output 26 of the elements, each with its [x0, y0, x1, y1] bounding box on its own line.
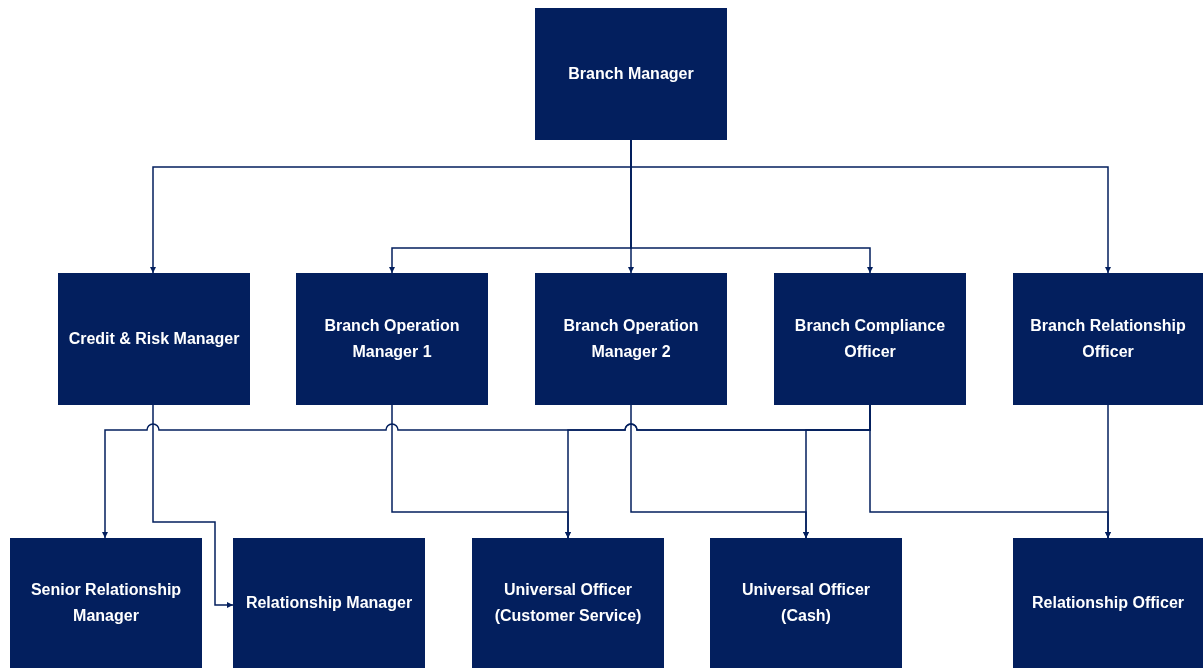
connector-arrow: [630, 404, 809, 539]
role-box: [1013, 538, 1203, 668]
role-title: Branch Compliance Officer: [793, 316, 947, 362]
role-box: [535, 273, 727, 405]
role-title: Universal Officer (Cash): [740, 580, 872, 626]
role-box: [296, 273, 488, 405]
role-box: [233, 538, 425, 668]
role-box: [58, 273, 250, 405]
role-box: [710, 538, 902, 668]
role-title: Credit & Risk Manager: [68, 329, 240, 349]
connector-arrow: [391, 404, 571, 539]
role-title: Branch Relationship Officer: [1029, 316, 1187, 362]
role-title: Branch Operation Manager 1: [323, 316, 461, 362]
role-title: Relationship Officer: [1032, 593, 1184, 613]
role-box: [535, 8, 727, 140]
role-title: Senior Relationship Manager: [29, 580, 183, 626]
connector-arrow: [1105, 404, 1111, 539]
role-box: [10, 538, 202, 668]
connector-arrow: [152, 404, 234, 608]
role-title: Relationship Manager: [245, 593, 413, 613]
role-title: Branch Manager: [568, 64, 694, 84]
role-title: Universal Officer (Customer Service): [493, 580, 643, 626]
role-box: [472, 538, 664, 668]
role-box: [1013, 273, 1203, 405]
role-title: Branch Operation Manager 2: [562, 316, 700, 362]
role-box: [774, 273, 966, 405]
